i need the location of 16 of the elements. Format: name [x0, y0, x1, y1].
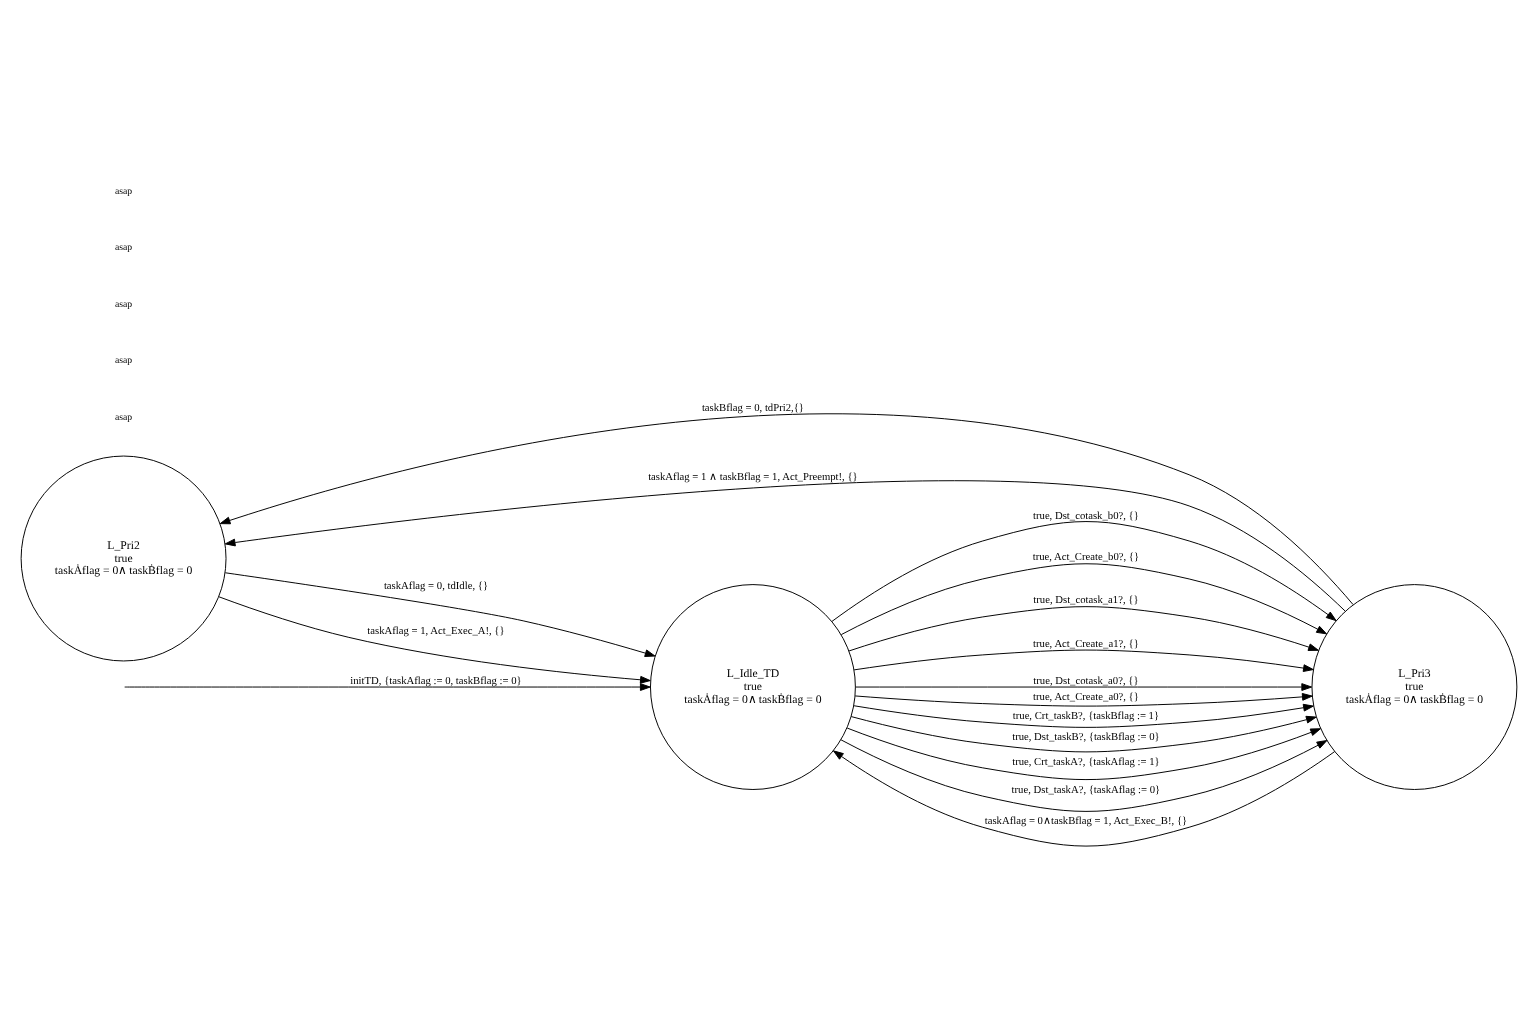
arrow: [219, 413, 1354, 606]
arrow: [848, 606, 1319, 652]
arrow: [831, 521, 1337, 622]
arrow: [224, 480, 1346, 612]
arrow: [855, 683, 1313, 691]
arrow: [840, 563, 1327, 636]
arrow: [853, 649, 1314, 672]
arrow: [850, 715, 1317, 753]
arrow: [218, 596, 651, 691]
arrow: [854, 692, 1313, 707]
arrow: [124, 675, 651, 691]
arrow: [840, 739, 1328, 812]
arrow: [853, 703, 1314, 728]
arrow: [224, 572, 656, 657]
arrow: [833, 750, 1336, 847]
arrow: [846, 727, 1321, 781]
